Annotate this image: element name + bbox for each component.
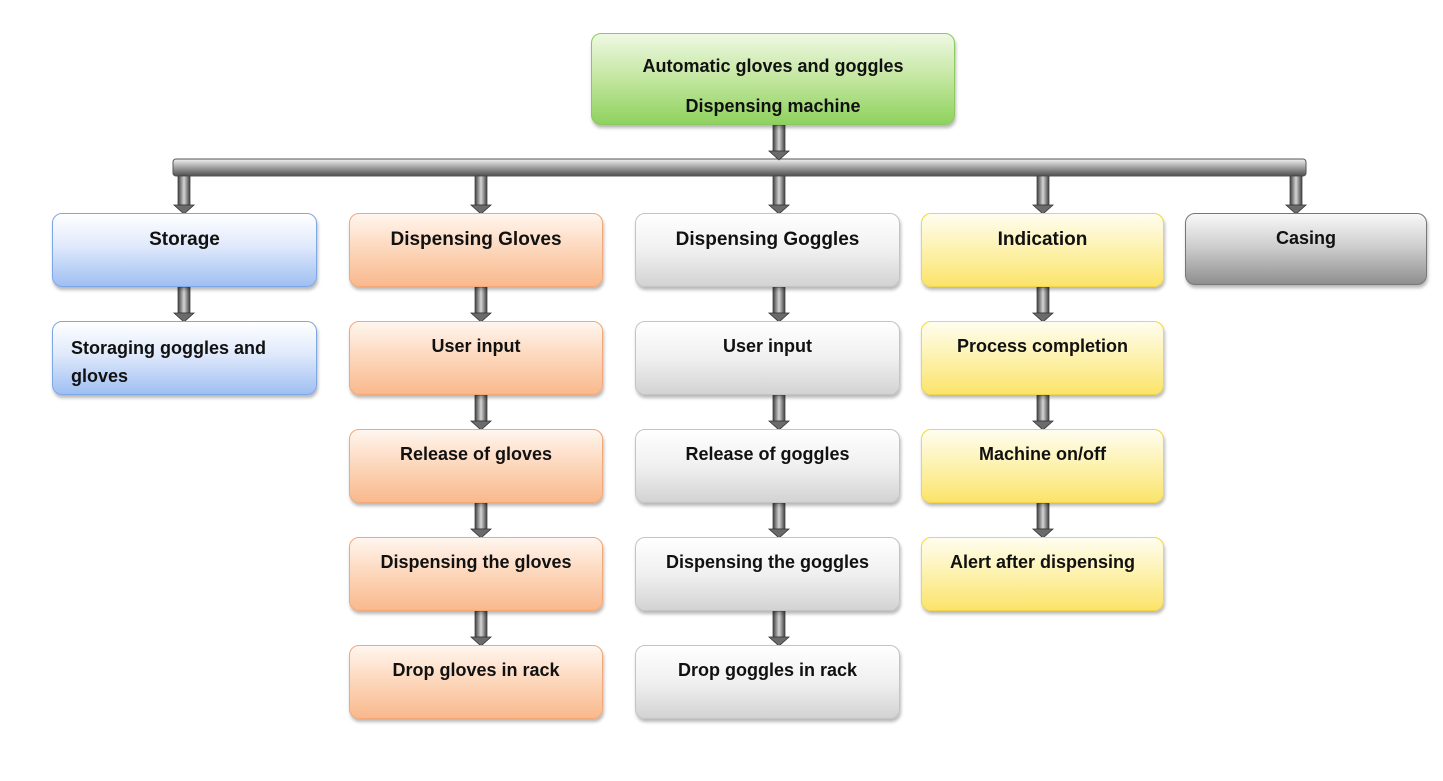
goggles-step-arrow <box>767 286 791 323</box>
root-to-bus-arrow <box>767 124 791 161</box>
indication-step-box: Process completion <box>921 321 1164 395</box>
gloves-step-box: Drop gloves in rack <box>349 645 603 719</box>
goggles-step-label: User input <box>722 336 812 356</box>
indication-step-label: Alert after dispensing <box>949 552 1136 572</box>
horizontal-bus-bar <box>172 158 1307 177</box>
indication-step-label: Machine on/off <box>979 444 1106 464</box>
goggles-step-arrow <box>767 502 791 539</box>
storage-step-arrow <box>172 286 196 323</box>
root-box: Automatic gloves and goggles Dispensing … <box>591 33 955 125</box>
goggles-step-box: User input <box>635 321 900 395</box>
gloves-step-label: User input <box>431 336 521 356</box>
indication-step-arrow <box>1031 286 1055 323</box>
indication-header-box: Indication <box>921 213 1164 287</box>
gloves-step-box: Release of gloves <box>349 429 603 503</box>
gloves-step-label: Release of gloves <box>399 444 553 464</box>
gloves-step-label: Drop gloves in rack <box>392 660 560 680</box>
storage-item-box: Storaging goggles and gloves <box>52 321 317 395</box>
root-title-line2: Dispensing machine <box>685 96 861 116</box>
storage-item-line2: gloves <box>71 366 129 386</box>
indication-header: Indication <box>997 229 1088 250</box>
goggles-step-label: Release of goggles <box>685 444 850 464</box>
gloves-branch-arrow <box>469 175 493 215</box>
goggles-step-box: Dispensing the goggles <box>635 537 900 611</box>
goggles-header: Dispensing Goggles <box>675 229 860 250</box>
storage-header-box: Storage <box>52 213 317 287</box>
gloves-step-label: Dispensing the gloves <box>380 552 572 572</box>
goggles-step-box: Drop goggles in rack <box>635 645 900 719</box>
goggles-branch-arrow <box>767 175 791 215</box>
indication-branch-arrow <box>1031 175 1055 215</box>
gloves-step-arrow <box>469 394 493 431</box>
goggles-step-label: Dispensing the goggles <box>665 552 870 572</box>
goggles-step-arrow <box>767 394 791 431</box>
indication-step-label: Process completion <box>956 336 1129 356</box>
casing-header-box: Casing <box>1185 213 1427 285</box>
indication-step-arrow <box>1031 394 1055 431</box>
goggles-step-box: Release of goggles <box>635 429 900 503</box>
goggles-step-arrow <box>767 610 791 647</box>
casing-branch-arrow <box>1284 175 1308 215</box>
goggles-header-box: Dispensing Goggles <box>635 213 900 287</box>
gloves-header: Dispensing Gloves <box>390 229 562 250</box>
casing-header: Casing <box>1275 228 1336 248</box>
indication-step-box: Alert after dispensing <box>921 537 1164 611</box>
storage-item-line1: Storaging goggles and <box>71 338 267 358</box>
root-title-line1: Automatic gloves and goggles <box>642 56 904 76</box>
gloves-step-arrow <box>469 502 493 539</box>
storage-header: Storage <box>149 229 220 250</box>
gloves-step-arrow <box>469 286 493 323</box>
goggles-step-label: Drop goggles in rack <box>677 660 858 680</box>
indication-step-arrow <box>1031 502 1055 539</box>
storage-branch-arrow <box>172 175 196 215</box>
gloves-step-box: User input <box>349 321 603 395</box>
gloves-step-box: Dispensing the gloves <box>349 537 603 611</box>
indication-step-box: Machine on/off <box>921 429 1164 503</box>
gloves-step-arrow <box>469 610 493 647</box>
gloves-header-box: Dispensing Gloves <box>349 213 603 287</box>
